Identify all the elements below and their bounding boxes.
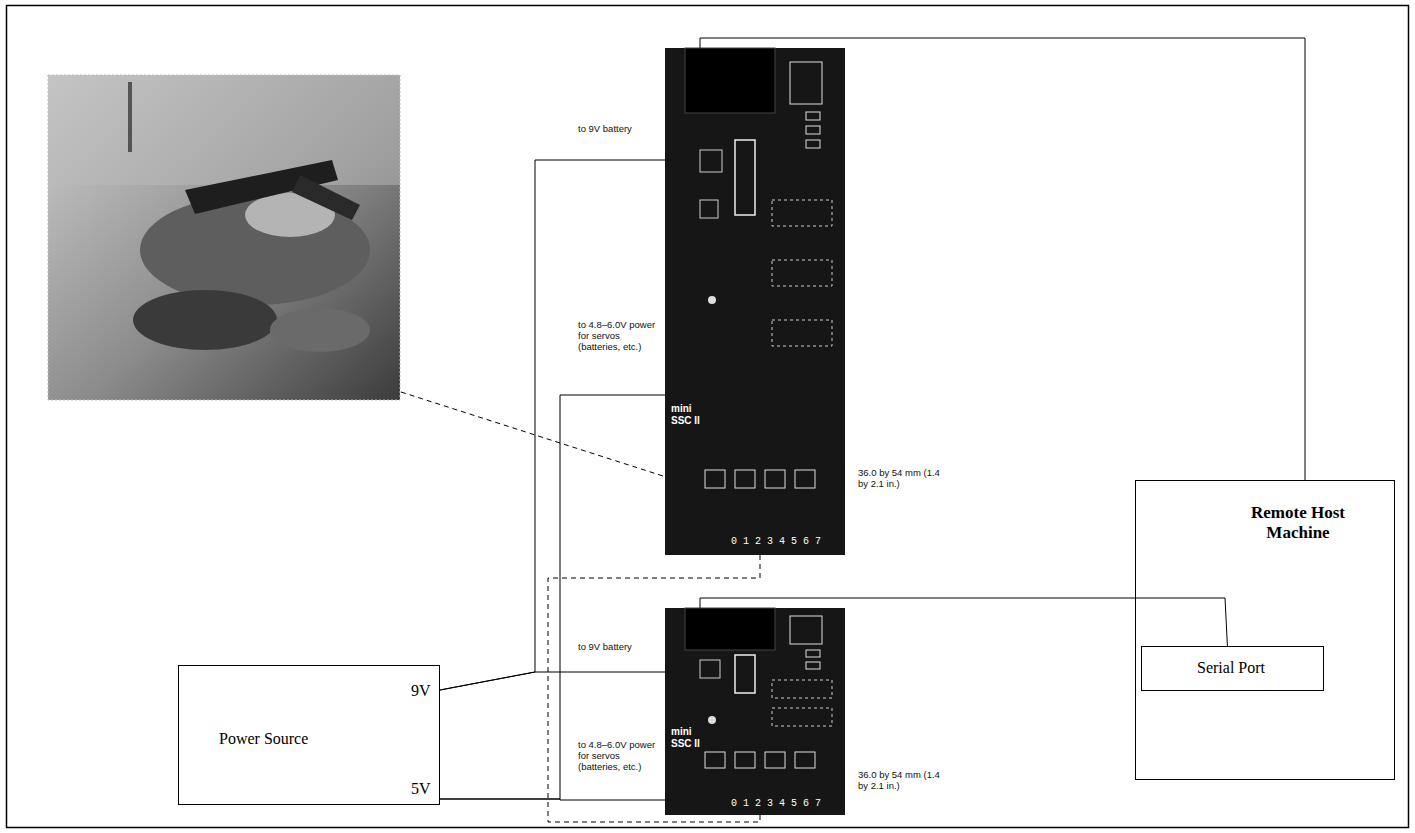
servo-header (795, 470, 815, 488)
dimension-note: 36.0 by 54 mm (1.4 by 2.1 in.) (858, 770, 950, 792)
servo-controller-board: mini SSC II 0 1 2 3 4 5 6 7 (665, 608, 845, 815)
photo-wall (48, 75, 400, 185)
servo-header (705, 752, 725, 768)
photo-border (48, 75, 400, 400)
figure-frame (7, 6, 1409, 828)
regulator (700, 150, 722, 172)
wire (700, 598, 1227, 646)
chip-pins (772, 200, 832, 226)
box-label: Serial Port (1142, 659, 1320, 677)
servo-header (795, 752, 815, 768)
connection-note: to 9V battery (578, 642, 658, 653)
connection-note: to 9V battery (578, 124, 658, 135)
pcb (665, 48, 845, 555)
serial-port-box: Serial Port (1141, 646, 1324, 691)
serial-connector (685, 608, 775, 650)
photo-cable (128, 82, 132, 152)
serial-connector (685, 48, 775, 113)
chip-outline (790, 616, 822, 644)
wire (440, 672, 665, 690)
wire (440, 799, 665, 800)
box-label: Power Source (219, 730, 399, 748)
regulator (700, 660, 720, 678)
board-name: mini SSC II (671, 403, 711, 426)
wire (440, 395, 665, 799)
box-title: Remote Host Machine (1228, 503, 1368, 542)
servo-header (765, 752, 785, 768)
resistor (806, 126, 820, 134)
channel-numbers: 0 1 2 3 4 5 6 7 (731, 536, 841, 548)
channel-numbers: 0 1 2 3 4 5 6 7 (731, 798, 841, 810)
resistor (806, 140, 820, 148)
robot-wheel (270, 308, 370, 352)
chip-pins (772, 708, 832, 726)
photo-leader (401, 392, 663, 476)
wire (548, 555, 760, 822)
voltage-label: 9V (411, 682, 435, 700)
led (708, 296, 716, 304)
power-source-box: 9V Power Source 5V (178, 665, 440, 805)
wire (440, 160, 665, 690)
wire (700, 38, 1305, 480)
connection-note: to 4.8–6.0V power for servos (batteries,… (578, 320, 658, 353)
board-name: mini SSC II (671, 726, 711, 749)
photo-ground (48, 75, 400, 400)
robot-gripper (292, 175, 360, 220)
chip-pins (772, 260, 832, 286)
servo-controller-board: mini SSC II 0 1 2 3 4 5 6 7 (665, 48, 845, 555)
pcb (665, 608, 845, 815)
led (708, 716, 716, 724)
board-picture (665, 608, 845, 815)
board-picture (665, 48, 845, 555)
crystal (735, 655, 755, 693)
robot-photo (48, 75, 400, 400)
chip-pins (772, 680, 832, 698)
servo-header (705, 470, 725, 488)
servo-header (735, 752, 755, 768)
servo-header (765, 470, 785, 488)
host-machine-box: Remote Host MachineSerial Port (1135, 480, 1395, 780)
resistor (806, 112, 820, 120)
voltage-label: 5V (411, 780, 435, 798)
capacitor (700, 200, 718, 218)
crystal (735, 140, 755, 215)
dimension-note: 36.0 by 54 mm (1.4 by 2.1 in.) (858, 468, 950, 490)
chip-outline (790, 62, 822, 104)
robot-base (133, 290, 277, 350)
servo-header (735, 470, 755, 488)
resistor (806, 662, 820, 669)
resistor (806, 650, 820, 657)
chip-pins (772, 320, 832, 346)
connection-note: to 4.8–6.0V power for servos (batteries,… (578, 740, 658, 773)
